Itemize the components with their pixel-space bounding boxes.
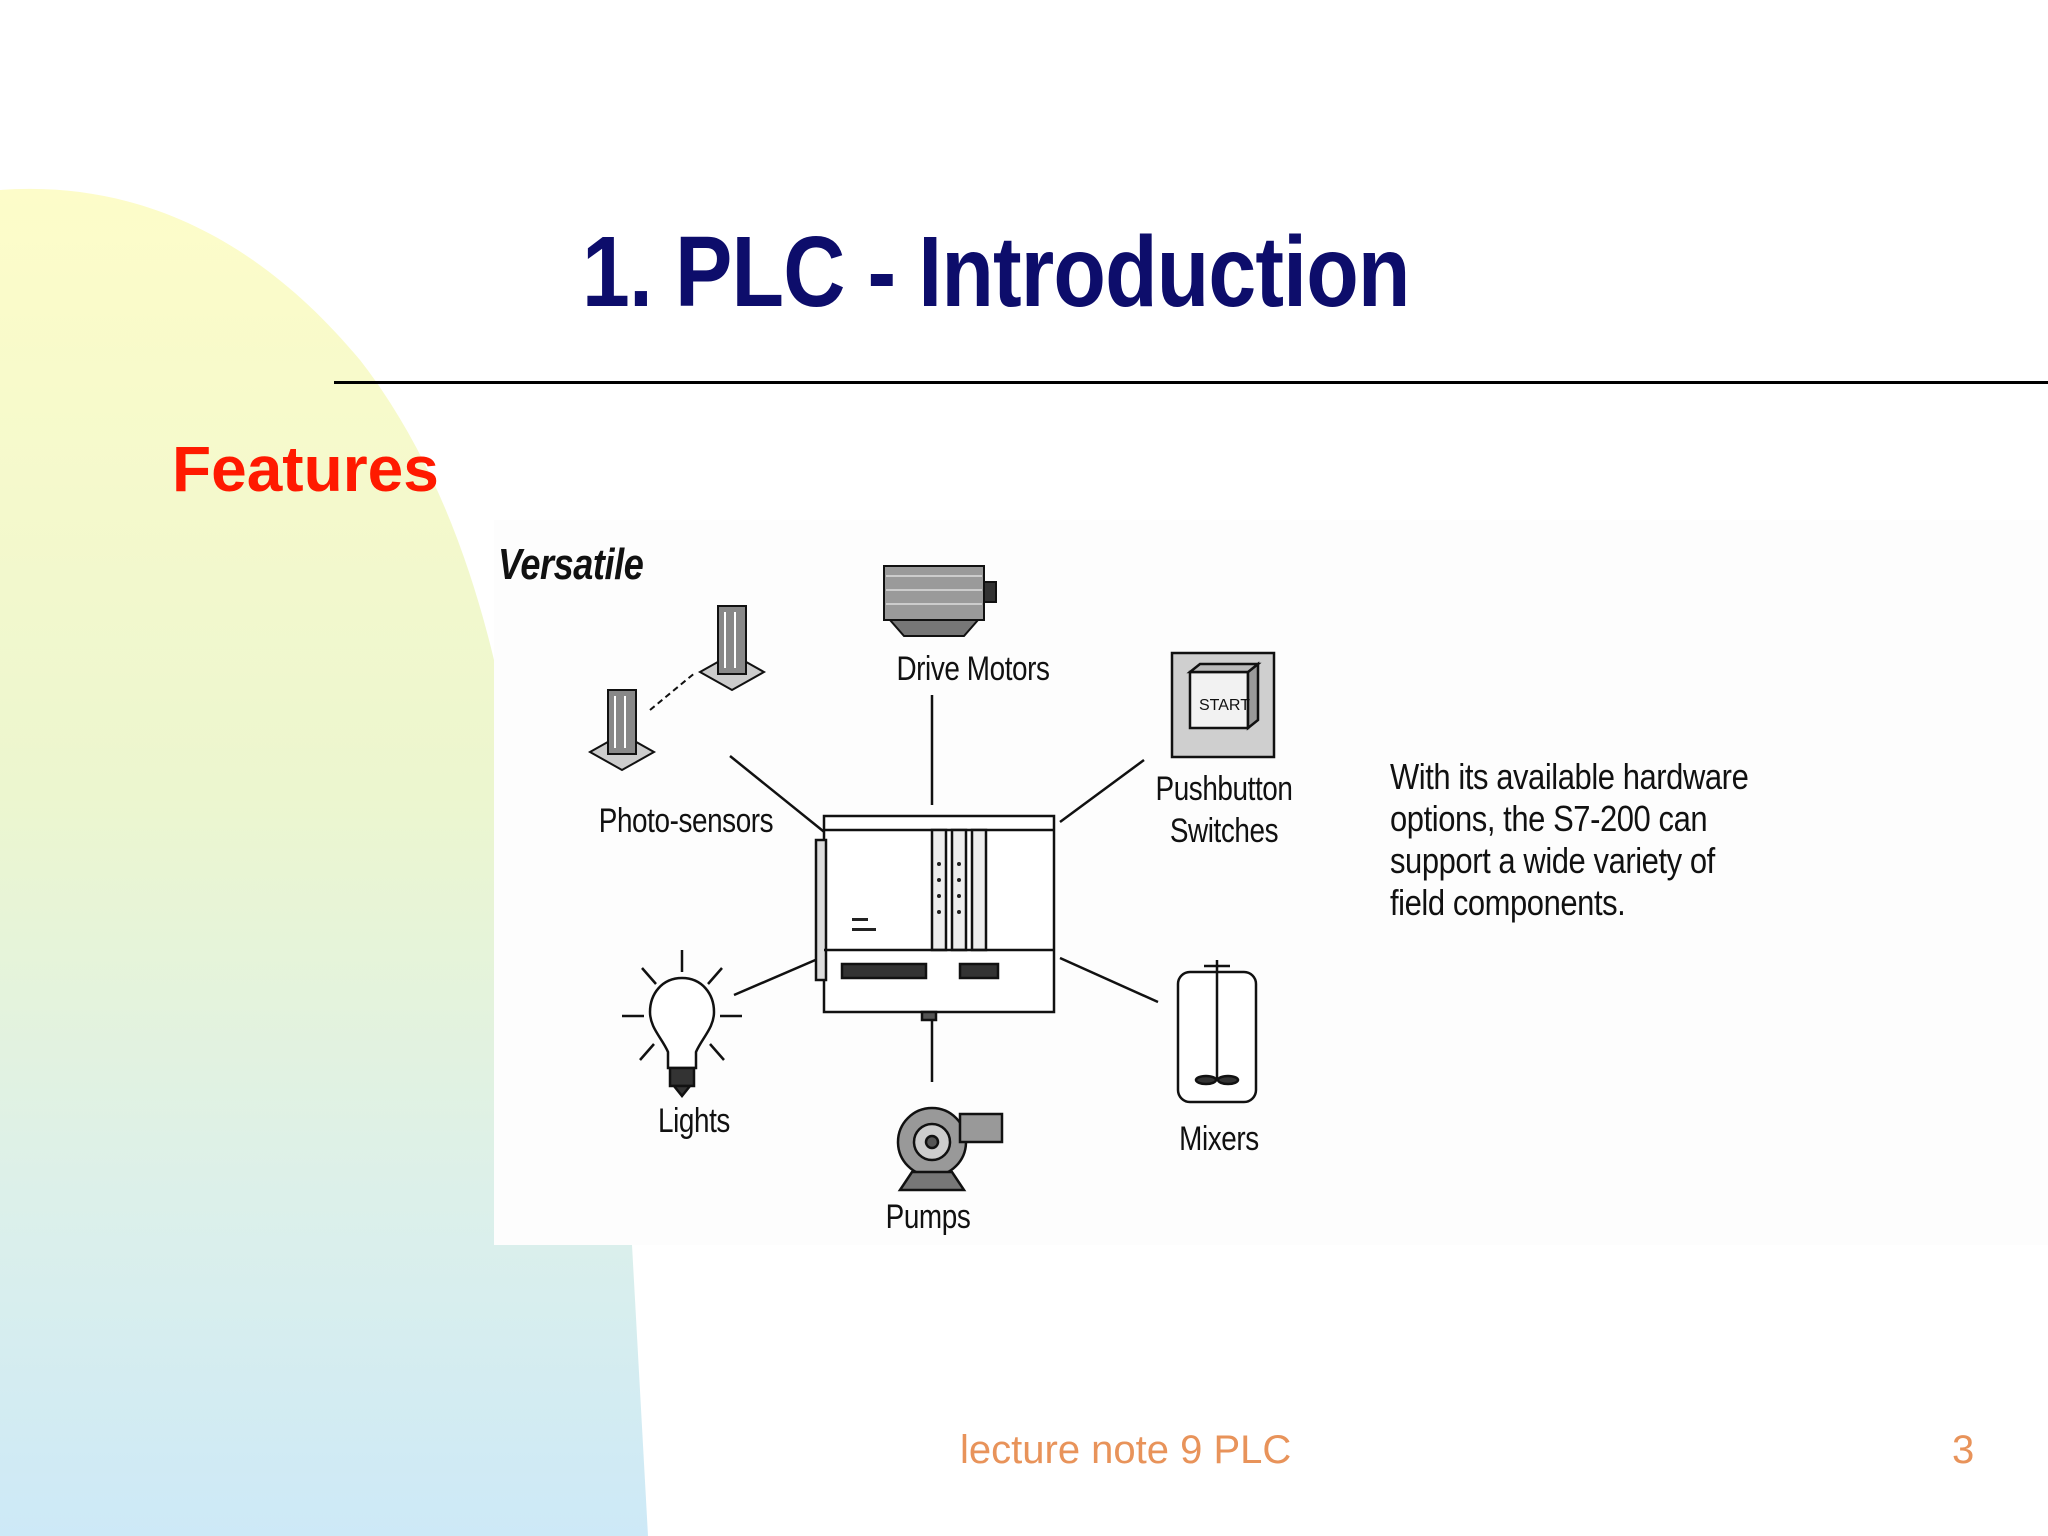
pushbutton-label-line1: Pushbutton xyxy=(1155,770,1293,808)
photo-sensor-icon xyxy=(587,605,767,772)
pushbutton-label-line2: Switches xyxy=(1169,812,1279,850)
pumps-label: Pumps xyxy=(885,1198,971,1236)
pushbutton-switch-icon: START xyxy=(1170,651,1276,759)
plc-components-figure: START xyxy=(494,520,2048,1245)
photo-sensors-label: Photo-sensors xyxy=(598,802,774,840)
title-divider-line xyxy=(334,381,2048,384)
mixers-label: Mixers xyxy=(1179,1120,1259,1158)
drive-motor-icon xyxy=(883,565,997,637)
connector-lines xyxy=(729,695,1159,1082)
start-button-text: START xyxy=(1199,697,1250,714)
plc-unit-icon xyxy=(814,814,1056,1022)
section-heading: Features xyxy=(172,433,439,505)
figure-heading: Versatile xyxy=(498,540,644,589)
light-bulb-icon xyxy=(622,950,742,1099)
slide-title: 1. PLC - Introduction xyxy=(582,216,1410,328)
lights-label: Lights xyxy=(658,1102,730,1140)
pump-icon xyxy=(896,1106,1004,1192)
slide-footer: lecture note 9 PLC xyxy=(960,1428,1292,1472)
mixer-icon xyxy=(1176,960,1258,1104)
page-number: 3 xyxy=(1952,1428,1975,1472)
drive-motors-label: Drive Motors xyxy=(896,650,1050,688)
pushbutton-switches-label: Pushbutton Switches xyxy=(1150,768,1298,852)
figure-drawing: START xyxy=(587,565,1276,1192)
figure-caption: With its available hardware options, the… xyxy=(1390,756,1749,923)
